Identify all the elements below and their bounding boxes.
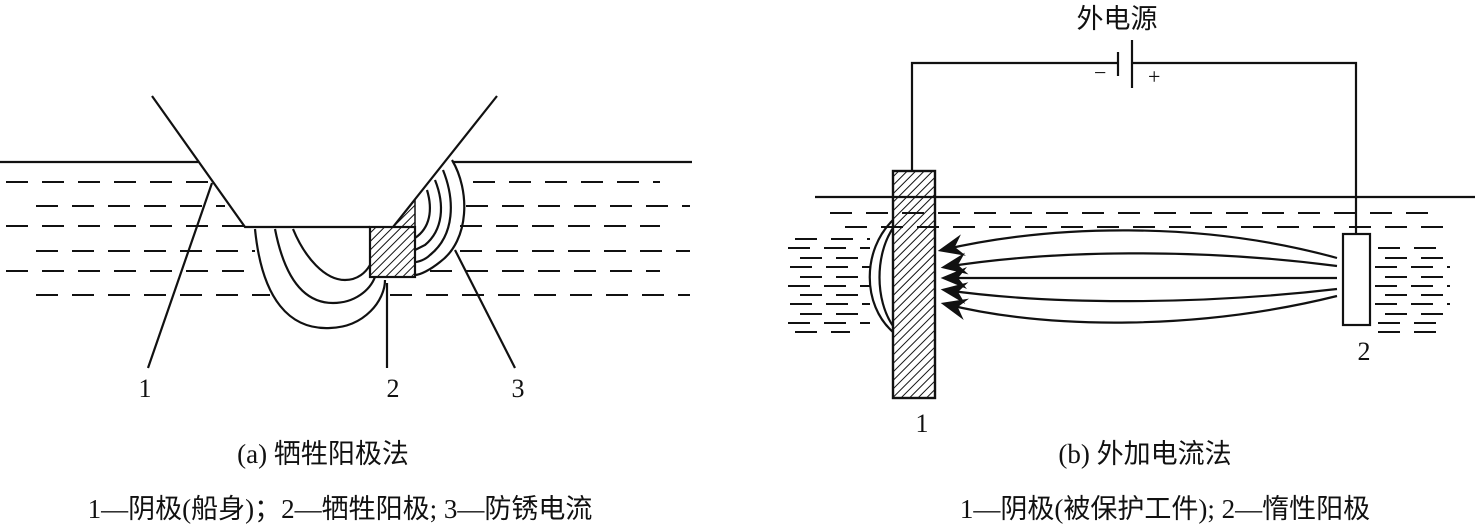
- label-1: 1: [139, 374, 152, 403]
- cathode-workpiece: [891, 169, 937, 400]
- sacrificial-anode: [368, 225, 417, 279]
- label-1: 1: [916, 409, 929, 438]
- label-2: 2: [387, 374, 400, 403]
- label-2: 2: [1358, 337, 1371, 366]
- circuit-wire: [910, 61, 1358, 234]
- legend-b: 1—阴极(被保护工件); 2—惰性阳极: [960, 494, 1370, 524]
- minus-sign: −: [1094, 60, 1106, 85]
- caption-b: (b) 外加电流法: [1058, 439, 1231, 469]
- power-source-label: 外电源: [1077, 4, 1158, 34]
- current-flow-arrows: [868, 219, 1338, 333]
- water-dashes: [788, 212, 1455, 333]
- water-dashes: [6, 181, 690, 296]
- legend-a: 1—阴极(船身)；2—牺牲阳极; 3—防锈电流: [88, 494, 593, 524]
- figure-b-impressed-current: 外电源 − +: [788, 4, 1475, 524]
- figure-a-sacrificial-anode: 1 2 3 (a) 牺牲阳极法 1—阴极(船身)；2—牺牲阳极; 3—防锈电流: [0, 95, 692, 524]
- caption-a: (a) 牺牲阳极法: [237, 439, 409, 469]
- leader-lines: [146, 182, 516, 369]
- protective-current-lines: [253, 159, 466, 330]
- plus-sign: +: [1148, 64, 1160, 89]
- label-3: 3: [512, 374, 525, 403]
- inert-anode: [1341, 232, 1372, 327]
